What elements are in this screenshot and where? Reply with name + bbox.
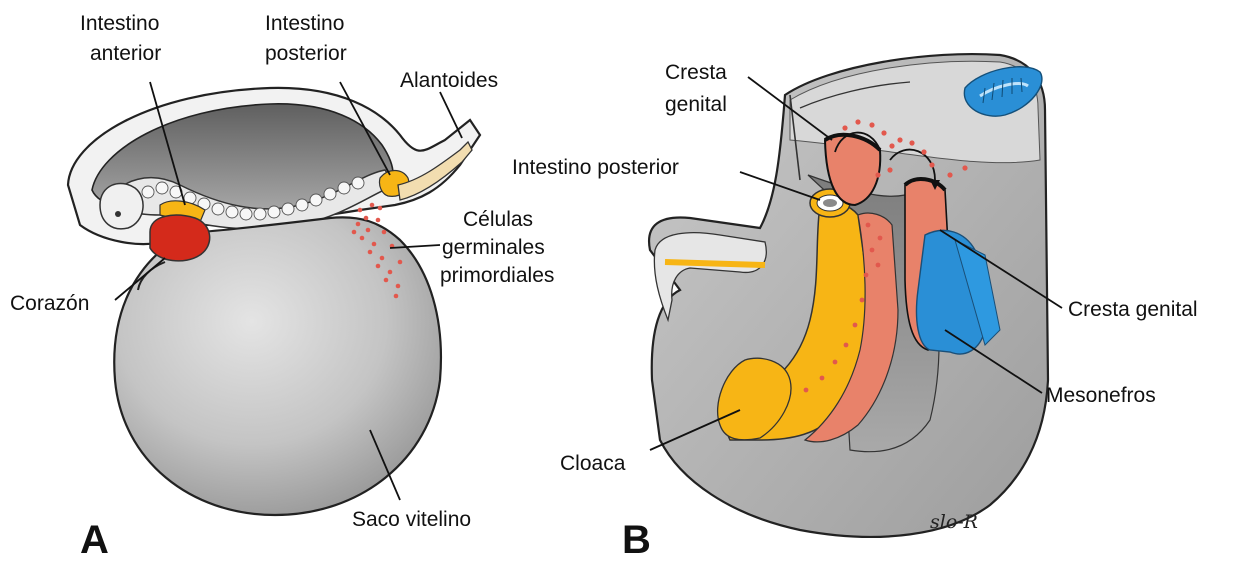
- label-intestino-anterior-line1: Intestino: [80, 12, 159, 35]
- label-celulas-line1: Células: [463, 208, 533, 231]
- label-celulas-line2: germinales: [442, 236, 545, 259]
- label-cloaca: Cloaca: [560, 452, 626, 475]
- label-cresta-genital-top-line1: Cresta: [665, 61, 727, 84]
- label-intestino-posterior-a-line2: posterior: [265, 42, 347, 65]
- label-intestino-posterior-b: Intestino posterior: [512, 156, 679, 179]
- label-mesonefros: Mesonefros: [1046, 384, 1156, 407]
- label-corazon: Corazón: [10, 292, 89, 315]
- label-cresta-genital-right: Cresta genital: [1068, 298, 1198, 321]
- panel-a-figure: [68, 88, 480, 515]
- label-intestino-posterior-a-line1: Intestino: [265, 12, 344, 35]
- artist-signature: slo-R: [930, 511, 978, 533]
- label-saco-vitelino: Saco vitelino: [352, 508, 471, 531]
- label-celulas-line3: primordiales: [440, 264, 554, 287]
- heart: [150, 215, 210, 261]
- label-intestino-anterior-line2: anterior: [90, 42, 161, 65]
- panel-letter-b: B: [622, 518, 651, 561]
- panel-b-figure: [649, 54, 1048, 537]
- label-alantoides: Alantoides: [400, 69, 498, 92]
- label-cresta-genital-top-line2: genital: [665, 93, 727, 116]
- embryo-head: [100, 183, 143, 228]
- panel-letter-a: A: [80, 518, 109, 561]
- leader-alantoides: [440, 92, 462, 138]
